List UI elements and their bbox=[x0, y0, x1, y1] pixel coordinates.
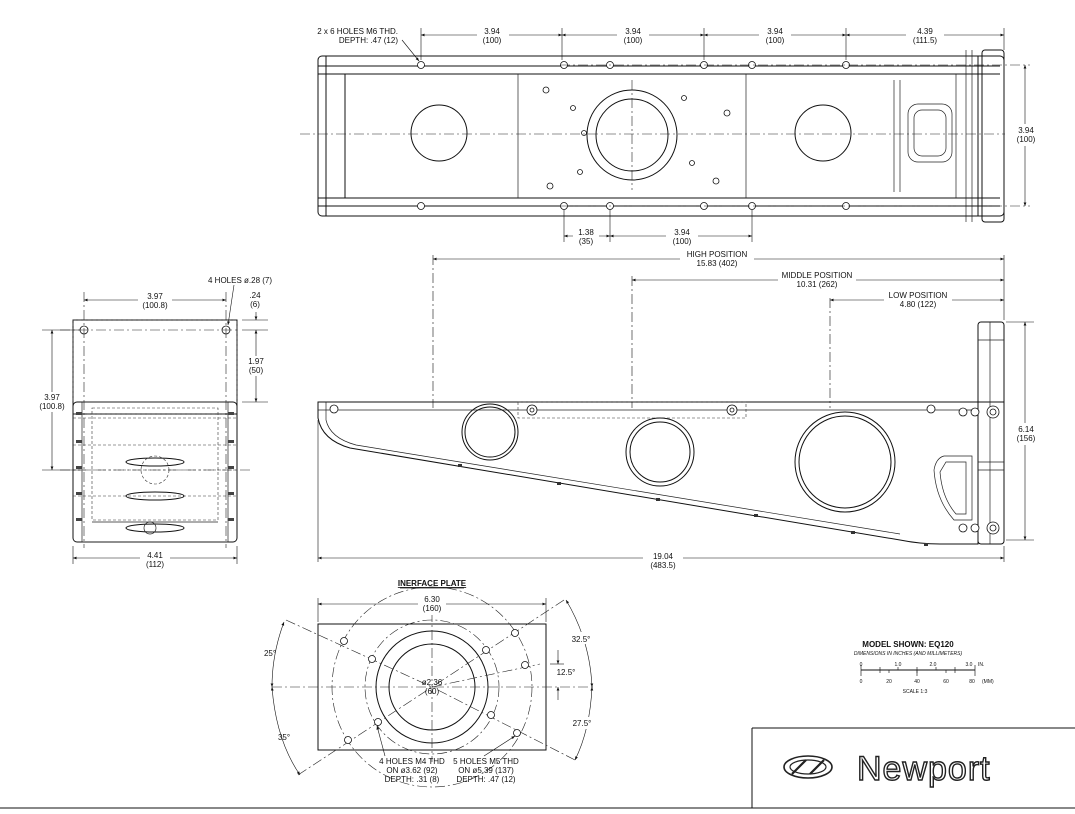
inch-tick-3: 3.0 bbox=[966, 662, 973, 668]
side-height-mm: (156) bbox=[1017, 434, 1036, 443]
middle-position-value: 10.31 (262) bbox=[797, 280, 838, 289]
mm-tick-1: 20 bbox=[886, 679, 892, 685]
mm-tick-3: 60 bbox=[943, 679, 949, 685]
m4-callout-2: ON ø3.62 (92) bbox=[386, 766, 437, 775]
top-dim-right-inch: 3.94 bbox=[1018, 126, 1034, 135]
high-position-value: 15.83 (402) bbox=[697, 259, 738, 268]
end-half-inch: 1.97 bbox=[248, 357, 264, 366]
inch-tick-1: 1.0 bbox=[895, 662, 902, 668]
units-note: DIMENSIONS IN INCHES (AND MILLIMETERS) bbox=[854, 651, 963, 657]
length-inch: 19.04 bbox=[653, 552, 674, 561]
bore-diameter-inch: ø2.36 bbox=[422, 678, 443, 687]
m4-callout-3: DEPTH: .31 (8) bbox=[385, 775, 440, 784]
m5-callout-2: ON ø5.39 (137) bbox=[458, 766, 514, 775]
end-half-mm: (50) bbox=[249, 366, 264, 375]
length-mm: (483.5) bbox=[650, 561, 676, 570]
angle-25: 25° bbox=[264, 649, 276, 658]
plate-width-mm: (160) bbox=[423, 604, 442, 613]
top-dim-3-inch: 3.94 bbox=[767, 27, 783, 36]
end-width-top-inch: 3.97 bbox=[147, 292, 163, 301]
title-block: Newport bbox=[0, 727, 1075, 809]
middle-position-label: MIDDLE POSITION bbox=[782, 271, 853, 280]
top-dim-4-mm: (111.5) bbox=[913, 36, 937, 45]
bottom-dim-1-inch: 1.38 bbox=[578, 228, 594, 237]
bottom-dim-2-inch: 3.94 bbox=[674, 228, 690, 237]
top-dim-right-mm: (100) bbox=[1017, 135, 1036, 144]
mm-tick-0: 0 bbox=[860, 679, 863, 685]
end-width-bottom-mm: (112) bbox=[146, 560, 164, 569]
angle-35: 35° bbox=[278, 733, 290, 742]
inch-tick-0: 0 bbox=[860, 662, 863, 668]
end-offset-inch: .24 bbox=[249, 291, 261, 300]
top-view: 3.94 (100) 3.94 (100) 3.94 (100) 4.39 (1… bbox=[300, 27, 1040, 246]
inch-unit: IN. bbox=[978, 662, 984, 668]
angle-12-5: 12.5° bbox=[557, 668, 576, 677]
bottom-dim-1-mm: (35) bbox=[579, 237, 594, 246]
newport-logo-icon bbox=[783, 755, 833, 779]
scale-note: SCALE 1:3 bbox=[903, 689, 928, 695]
interface-plate-view: INERFACE PLATE 6.30 (160) ø2.36 (6 bbox=[264, 579, 595, 788]
bore-diameter-mm: (60) bbox=[425, 687, 440, 696]
m5-callout-3: DEPTH: .47 (12) bbox=[456, 775, 515, 784]
side-height-inch: 6.14 bbox=[1018, 425, 1034, 434]
end-holes-callout: 4 HOLES ø.28 (7) bbox=[208, 276, 272, 285]
low-position-value: 4.80 (122) bbox=[900, 300, 937, 309]
model-shown: MODEL SHOWN: EQ120 bbox=[862, 640, 954, 649]
end-width-bottom-inch: 4.41 bbox=[147, 551, 163, 560]
m5-callout-1: 5 HOLES M5 THD bbox=[453, 757, 519, 766]
top-dim-2-mm: (100) bbox=[624, 36, 643, 45]
end-width-top-mm: (100.8) bbox=[142, 301, 168, 310]
mm-tick-4: 80 bbox=[969, 679, 975, 685]
inch-tick-2: 2.0 bbox=[930, 662, 937, 668]
top-dim-1-mm: (100) bbox=[483, 36, 502, 45]
end-offset-mm: (6) bbox=[250, 300, 260, 309]
mm-tick-2: 40 bbox=[914, 679, 920, 685]
top-holes-callout-1: 2 x 6 HOLES M6 THD. bbox=[317, 27, 398, 36]
interface-plate-title: INERFACE PLATE bbox=[398, 579, 467, 588]
top-dim-1-inch: 3.94 bbox=[484, 27, 500, 36]
top-dim-2-inch: 3.94 bbox=[625, 27, 641, 36]
angle-27-5: 27.5° bbox=[573, 719, 592, 728]
end-height-inch: 3.97 bbox=[44, 393, 60, 402]
high-position-label: HIGH POSITION bbox=[687, 250, 748, 259]
top-dim-3-mm: (100) bbox=[766, 36, 785, 45]
newport-brand-name: Newport bbox=[857, 750, 991, 788]
m4-callout-1: 4 HOLES M4 THD bbox=[379, 757, 445, 766]
low-position-label: LOW POSITION bbox=[889, 291, 948, 300]
side-view: HIGH POSITION 15.83 (402) MIDDLE POSITIO… bbox=[317, 249, 1040, 571]
mm-unit: (MM) bbox=[982, 679, 994, 685]
top-dim-4-inch: 4.39 bbox=[917, 27, 933, 36]
end-view: 3.97 (100.8) 4 HOLES ø.28 (7) .24 (6) 1.… bbox=[36, 276, 272, 571]
end-height-mm: (100.8) bbox=[39, 402, 65, 411]
scale-legend: MODEL SHOWN: EQ120 DIMENSIONS IN INCHES … bbox=[854, 640, 994, 695]
angle-32-5: 32.5° bbox=[572, 635, 591, 644]
plate-width-inch: 6.30 bbox=[424, 595, 440, 604]
top-holes-callout-2: DEPTH: .47 (12) bbox=[339, 36, 398, 45]
bottom-dim-2-mm: (100) bbox=[673, 237, 692, 246]
